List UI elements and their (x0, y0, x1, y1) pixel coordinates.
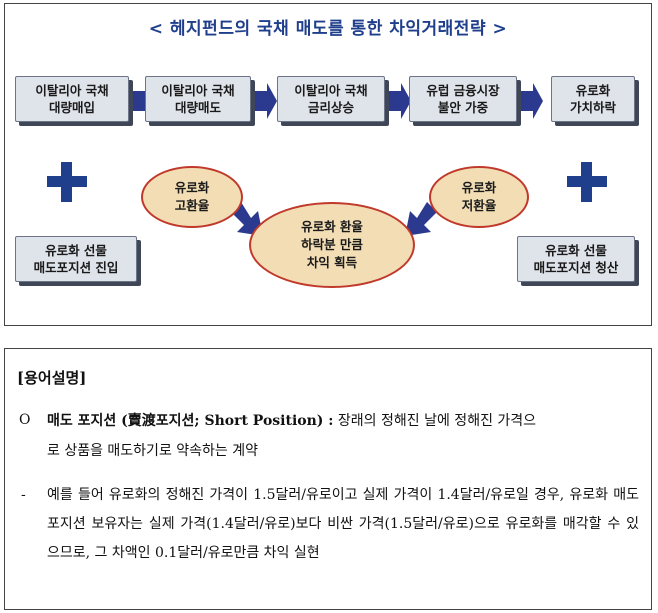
step-eu-market-unrest: 유럽 금융시장 불안 가중 (409, 76, 517, 122)
term-definition-line-1: 매도 포지션 (賣渡포지션; Short Position) : 장래의 정해진… (47, 409, 536, 433)
ellipse-euro-high-rate: 유로화 고환율 (141, 166, 243, 228)
term-name: 매도 포지션 (賣渡포지션; Short Position) : (47, 413, 334, 429)
term-definition: 장래의 정해진 날에 정해진 가격으 (333, 413, 537, 429)
example-paragraph: 예를 들어 유로화의 정해진 가격이 1.5달러/유로이고 실제 가격이 1.4… (47, 487, 639, 561)
step-euro-devalue: 유로화 가치하락 (551, 76, 635, 122)
diagram-arrows (47, 83, 607, 236)
flow-arrow-3 (389, 83, 411, 119)
flow-arrow-2 (255, 83, 277, 119)
example-bullet: - (21, 487, 26, 503)
step-italy-bond-sell: 이탈리아 국채 대량매도 (145, 76, 251, 122)
box-euro-futures-short-entry: 유로화 선물 매도포지션 진입 (15, 236, 137, 282)
glossary-panel: [용어설명] O 매도 포지션 (賣渡포지션; Short Position) … (4, 348, 652, 610)
term-definition-line-2: 로 상품을 매도하기로 약속하는 계약 (47, 443, 258, 459)
diagram-title: < 헤지펀드의 국채 매도를 통한 차익거래전략 > (148, 19, 508, 39)
term-bullet: O (19, 412, 31, 428)
step-italy-bond-buy: 이탈리아 국채 대량매입 (15, 76, 129, 122)
plus-icon-left (47, 162, 87, 202)
diagonal-arrow-right (405, 202, 437, 236)
box-euro-futures-short-close: 유로화 선물 매도포지션 청산 (517, 236, 635, 282)
step-italy-rate-rise: 이탈리아 국채 금리상승 (277, 76, 385, 122)
ellipse-arbitrage-profit: 유로화 환율 하락분 만큼 차익 획득 (249, 202, 415, 288)
diagram-panel: < 헤지펀드의 국채 매도를 통한 차익거래전략 > (4, 3, 652, 326)
ellipse-euro-low-rate: 유로화 저환율 (429, 166, 529, 228)
flow-arrow-4 (521, 83, 543, 119)
glossary-header: [용어설명] (17, 369, 87, 387)
plus-icon-right (567, 162, 607, 202)
